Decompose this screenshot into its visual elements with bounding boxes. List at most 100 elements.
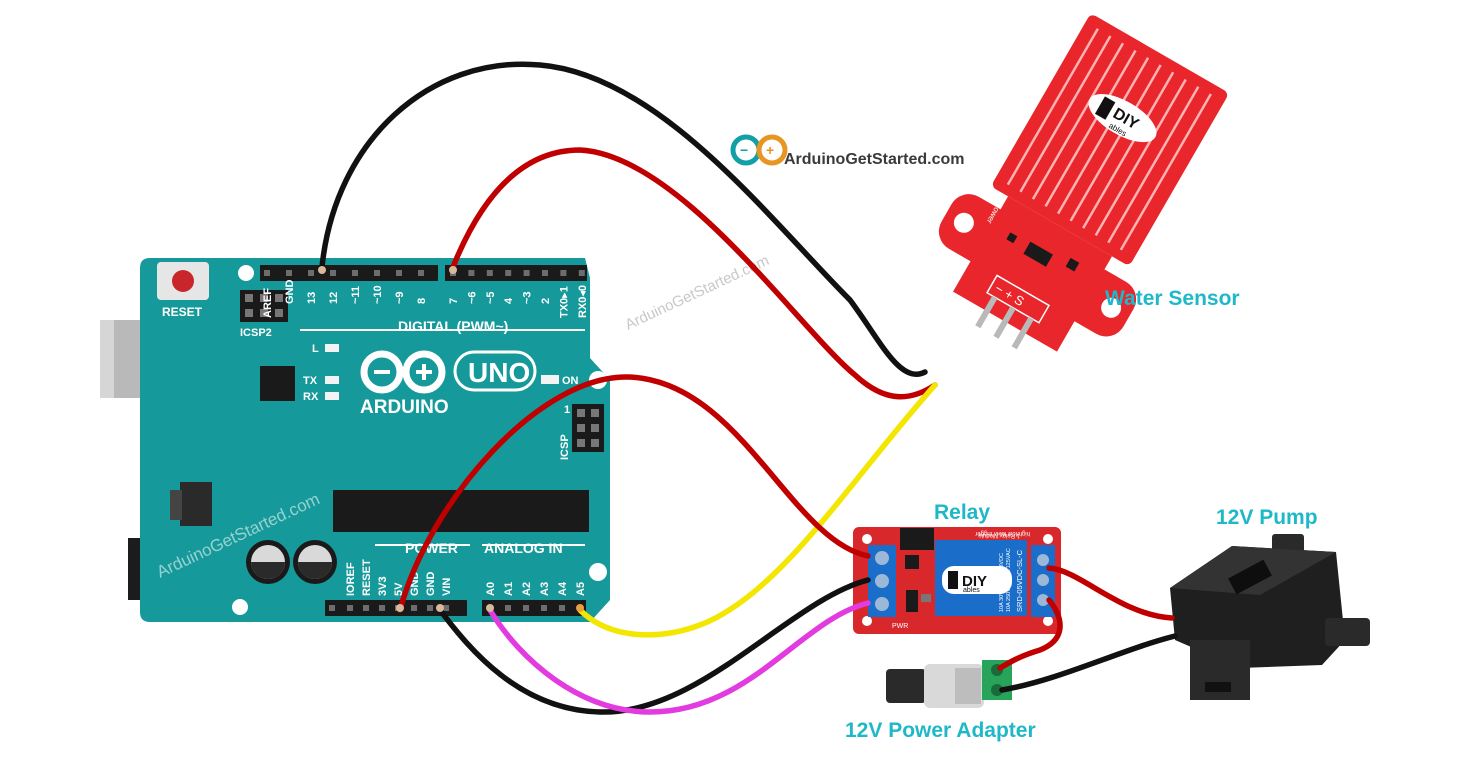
analog-pin-labels: A0 A1 A2 A3 A4 A5 — [485, 581, 587, 596]
digital-pin-label: 4 — [503, 297, 515, 304]
power-adapter-label: 12V Power Adapter — [845, 719, 1036, 742]
analog-header — [482, 600, 586, 616]
analog-in-label: ANALOG IN — [484, 540, 563, 556]
led-tx — [325, 376, 339, 384]
analog-pin-label: A2 — [521, 582, 533, 596]
svg-text:+: + — [766, 142, 774, 158]
svg-text:1 Relay Module: 1 Relay Module — [978, 532, 1020, 538]
wire-relay-gnd — [437, 577, 871, 715]
led-on-label: ON — [562, 375, 579, 387]
atmega-chip — [333, 490, 589, 532]
digital-pin-label: 12 — [328, 292, 340, 304]
led-on — [541, 375, 559, 384]
trigger-jumper[interactable] — [900, 528, 934, 550]
analog-pin-label: A5 — [575, 582, 587, 596]
digital-header-left — [260, 265, 438, 281]
wire-relay-to-adapter — [997, 597, 1063, 671]
wires — [319, 61, 1178, 715]
wire-relay-to-pump — [1046, 565, 1175, 621]
reset-label: RESET — [162, 305, 203, 319]
digital-pin-label: TX0▸1 — [558, 286, 570, 318]
site-logo: − + ArduinoGetStarted.com — [730, 134, 964, 168]
digital-pin-label: ~10 — [372, 285, 384, 304]
uno-label: UNO — [468, 357, 530, 388]
arduino-brand-label: ARDUINO — [360, 397, 449, 418]
icsp2-label: ICSP2 — [240, 327, 272, 339]
icsp-label: ICSP — [559, 434, 571, 460]
relay-diyables-logo-icon — [942, 566, 1012, 594]
board-pcb — [140, 258, 610, 622]
led-l — [325, 344, 339, 352]
svg-text:high/low level trigger: high/low level trigger — [975, 530, 1030, 536]
led-l-label: L — [312, 343, 319, 355]
led-tx-label: TX — [303, 375, 318, 387]
power-pin-label: VIN — [441, 578, 453, 596]
power-adapter-connector — [886, 660, 1012, 708]
svg-text:10A 30VDC 10A 28VDC: 10A 30VDC 10A 28VDC — [999, 553, 1005, 612]
icsp-header — [572, 404, 604, 452]
relay-module: DIY ables SRD-05VDC-SL-C 10A 250VAC 10A … — [853, 527, 1061, 634]
digital-header-right — [445, 265, 587, 281]
sensor-probe — [992, 15, 1228, 265]
digital-label: DIGITAL (PWM~) — [398, 318, 508, 334]
wire-relay-in — [487, 600, 871, 715]
relay-brand: DIY — [962, 573, 987, 590]
relay-label: Relay — [934, 501, 990, 524]
digital-pin-label: ~6 — [466, 291, 478, 304]
power-pin-label: 5V — [393, 582, 405, 596]
power-pin-label: IOREF — [345, 562, 357, 596]
digital-pin-label: 2 — [540, 298, 552, 304]
digital-pin-label: GND — [284, 280, 296, 305]
power-pin-label: RESET — [361, 559, 373, 596]
power-pin-label: 3V3 — [377, 576, 389, 596]
icsp2-header — [240, 290, 288, 322]
digital-pin-label: 13 — [306, 292, 318, 304]
diyables-logo-icon — [1088, 94, 1157, 143]
digital-pin-label: 7 — [448, 298, 460, 304]
svg-text:PWR: PWR — [892, 623, 908, 630]
svg-text:ables: ables — [963, 587, 980, 594]
analog-pin-label: A4 — [557, 581, 569, 596]
analog-pin-label: A3 — [539, 582, 551, 596]
water-sensor-label: Water Sensor — [1105, 287, 1240, 310]
arduino-logo-icon — [360, 350, 446, 394]
svg-text:10A 250VAC 10A 125VAC: 10A 250VAC 10A 125VAC — [1006, 548, 1012, 612]
water-sensor: DIY ables Power − + S — [938, 15, 1228, 352]
relay-part-number: SRD-05VDC-SL-C — [1015, 549, 1024, 612]
led-rx — [325, 392, 339, 400]
analog-pin-label: A0 — [485, 582, 497, 596]
usb-chip — [260, 366, 295, 401]
digital-pin-label: AREF — [262, 288, 274, 318]
wire-relay-vcc — [397, 374, 871, 613]
led-rx-label: RX — [303, 391, 319, 403]
wire-sensor-signal — [577, 382, 938, 638]
voltage-regulator — [180, 482, 212, 526]
water-pump — [1170, 534, 1370, 700]
power-label: POWER — [405, 540, 458, 556]
svg-text:1: 1 — [564, 404, 570, 416]
digital-pin-label: 8 — [416, 298, 428, 304]
power-pin-label: GND — [425, 572, 437, 597]
pump-outlet — [1325, 618, 1370, 646]
pump-label: 12V Pump — [1216, 506, 1318, 529]
infinity-logo-icon: − + — [730, 134, 788, 166]
digital-pin-label: ~11 — [350, 286, 362, 304]
digital-pin-label: ~5 — [485, 291, 497, 304]
capacitor-1 — [246, 540, 290, 584]
digital-pin-labels: AREF GND 13 12 ~11 ~10 ~9 8 7 ~6 ~5 4 ~3 2 TX0▸1 RX0◂0 — [262, 280, 589, 319]
wire-adapter-to-pump — [999, 633, 1178, 693]
wire-sensor-gnd — [319, 61, 928, 377]
sensor-head — [938, 194, 1137, 337]
digital-pin-label: ~9 — [394, 291, 406, 304]
digital-pin-label: RX0◂0 — [577, 285, 589, 318]
digital-pin-label: ~3 — [522, 291, 534, 304]
analog-pin-label: A1 — [503, 582, 515, 596]
logo-text: ArduinoGetStarted.com — [784, 151, 964, 168]
wire-sensor-vcc — [450, 147, 938, 400]
uno-badge — [453, 350, 537, 392]
capacitor-2 — [293, 540, 337, 584]
svg-text:−: − — [740, 142, 748, 158]
